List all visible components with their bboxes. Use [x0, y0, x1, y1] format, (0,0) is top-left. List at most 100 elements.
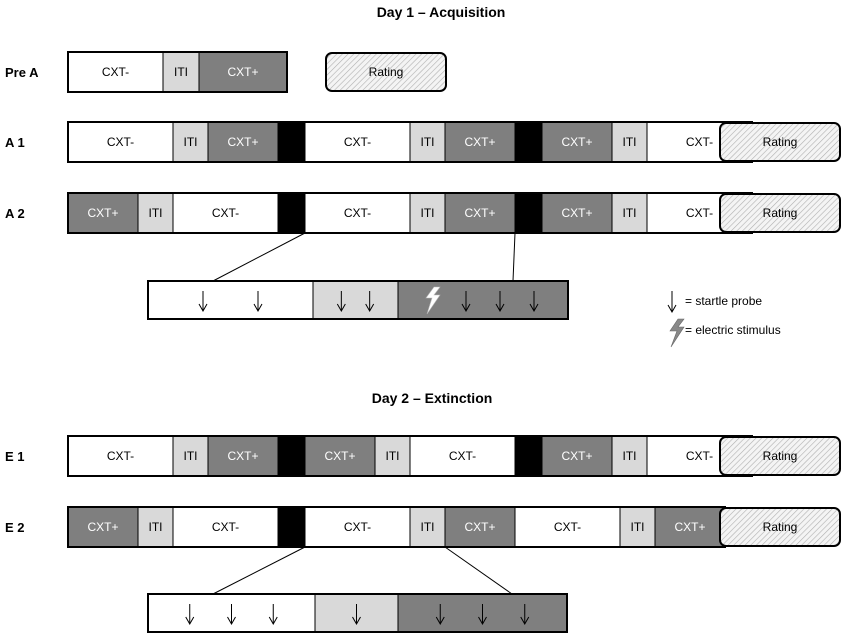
segment-label: ITI	[184, 135, 198, 149]
zoom-segment-iti	[312, 280, 399, 320]
segment-label: CXT+	[464, 520, 495, 534]
us-block	[277, 435, 306, 477]
segment-label: CXT+	[227, 449, 258, 463]
zoom-detail-2	[147, 546, 568, 633]
protocol-rows: Pre A CXT- ITI CXT+ Rating A 1 CXT- ITI CXT+ CXT-…	[5, 51, 841, 548]
segment-label: ITI	[184, 449, 198, 463]
rating-box	[719, 193, 841, 233]
segment-label: CXT+	[464, 135, 495, 149]
down-arrow-icon	[227, 604, 236, 626]
row-label: A 1	[5, 135, 25, 150]
lightning-bolt-icon	[669, 318, 685, 348]
down-arrow-icon	[478, 604, 487, 626]
segment-label: CXT-	[686, 135, 713, 149]
zoom-connector	[212, 546, 306, 595]
us-block	[277, 121, 306, 163]
segment-label: ITI	[623, 449, 637, 463]
iti-segment	[172, 121, 209, 163]
us-block	[514, 192, 543, 234]
cxt-plus-segment	[207, 121, 279, 163]
rating-box	[719, 436, 841, 476]
segment-label: ITI	[421, 135, 435, 149]
cxt-plus-segment	[304, 435, 376, 477]
segment-label: ITI	[149, 206, 163, 220]
segment-label: CXT+	[561, 135, 592, 149]
segment-label: CXT-	[449, 449, 476, 463]
legend-probe-text: = startle probe	[685, 294, 762, 308]
cxt-minus-segment	[409, 435, 516, 477]
rating-label: Rating	[763, 449, 798, 463]
segment-label: CXT-	[107, 135, 134, 149]
zoom-outline	[147, 593, 568, 633]
segment-label: CXT-	[102, 65, 129, 79]
segment-label: ITI	[623, 135, 637, 149]
down-arrow-icon	[253, 291, 263, 313]
down-arrow-icon	[352, 604, 361, 626]
down-arrow-icon	[365, 291, 375, 313]
iti-segment	[409, 192, 446, 234]
day2-title: Day 2 – Extinction	[372, 390, 493, 406]
rating-label: Rating	[369, 65, 404, 79]
cxt-minus-segment	[304, 121, 411, 163]
down-arrow-icon	[435, 604, 445, 626]
down-arrow-icon	[529, 291, 539, 313]
legend-shock-text: = electric stimulus	[685, 323, 781, 337]
us-block	[277, 506, 306, 548]
iti-segment	[611, 435, 648, 477]
segment-label: CXT+	[674, 520, 705, 534]
down-arrow-icon	[461, 291, 471, 313]
iti-segment	[374, 435, 411, 477]
segment-label: CXT+	[464, 206, 495, 220]
iti-segment	[137, 192, 174, 234]
segment-label: CXT-	[344, 520, 371, 534]
segment-label: ITI	[149, 520, 163, 534]
segment-label: CXT-	[686, 206, 713, 220]
segment-label: CXT+	[87, 206, 118, 220]
down-arrow-icon	[336, 291, 346, 313]
row-label: E 2	[5, 520, 25, 535]
segment-label: CXT-	[212, 520, 239, 534]
rating-box	[719, 122, 841, 162]
segment-label: CXT-	[107, 449, 134, 463]
cxt-plus-segment	[444, 121, 516, 163]
rating-label: Rating	[763, 520, 798, 534]
lightning-bolt-icon	[425, 286, 441, 315]
segment-label: CXT-	[212, 206, 239, 220]
iti-segment	[409, 506, 446, 548]
zoom-details	[147, 232, 569, 633]
row-label: Pre A	[5, 65, 39, 80]
segment-label: CXT-	[554, 520, 581, 534]
rating-box	[325, 52, 447, 92]
cxt-minus-segment	[514, 506, 621, 548]
segment-label: CXT+	[561, 206, 592, 220]
us-block	[277, 192, 306, 234]
segment-label: CXT-	[686, 449, 713, 463]
us-block	[514, 435, 543, 477]
zoom-connector	[212, 232, 306, 282]
zoom-segment-minus	[147, 280, 314, 320]
row-label: A 2	[5, 206, 25, 221]
zoom-connector	[512, 232, 516, 282]
segment-label: CXT-	[344, 135, 371, 149]
us-block	[514, 121, 543, 163]
cxt-plus-segment	[654, 506, 726, 548]
down-arrow-icon	[268, 604, 278, 626]
legend: = startle probe = electric stimulus	[667, 291, 781, 348]
cxt-minus-segment	[67, 435, 174, 477]
cxt-plus-segment	[444, 192, 516, 234]
segment-label: ITI	[386, 449, 400, 463]
zoom-detail-1	[147, 232, 569, 320]
segment-label: ITI	[421, 520, 435, 534]
segment-label: CXT+	[324, 449, 355, 463]
down-arrow-icon	[185, 604, 195, 626]
down-arrow-icon	[198, 291, 208, 313]
down-arrow-icon	[667, 291, 677, 314]
down-arrow-icon	[495, 291, 505, 313]
row-label: E 1	[5, 449, 25, 464]
zoom-connector	[444, 546, 513, 595]
segment-label: ITI	[623, 206, 637, 220]
segment-label: CXT+	[87, 520, 118, 534]
